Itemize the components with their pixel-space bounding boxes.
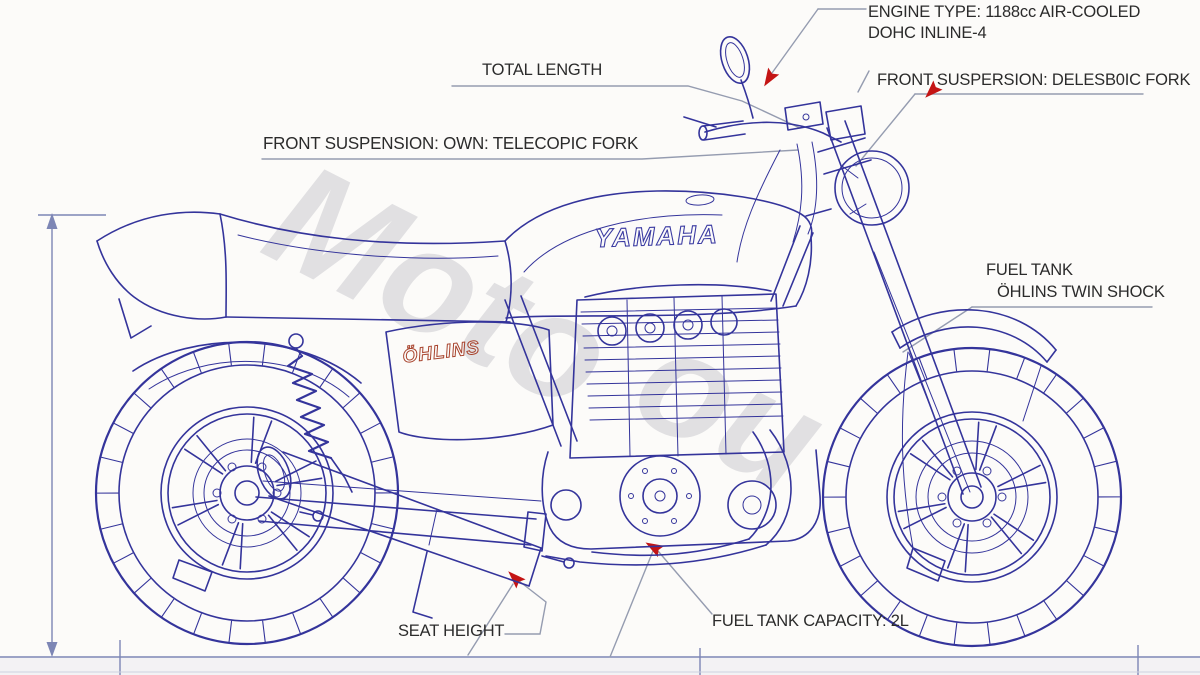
red-arrow-marker (508, 571, 526, 589)
yamaha-tank-logo: YAMAHA (594, 219, 719, 253)
fuel-tank-label-line2: ÖHLINS TWIN SHOCK (997, 282, 1165, 301)
fuel-tank-capacity-label: FUEL TANK CAPACITY: 2L (712, 611, 909, 630)
total-length-label: TOTAL LENGTH (482, 60, 603, 79)
red-arrow-marker (764, 67, 780, 87)
engine-type-label-line1: ENGINE TYPE: 1188cc AIR-COOLED (868, 2, 1141, 21)
front-suspension-right-label: FRONT SUSPERSION: DELESB0IC FORK (877, 70, 1191, 89)
engine-type-label-line2: DOHC INLINE-4 (868, 23, 987, 42)
motorcycle-line-art (94, 36, 1123, 648)
red-arrow-marker (925, 80, 943, 98)
ohlins-frame-logo: ÖHLINS (401, 337, 481, 367)
front-wheel (821, 346, 1123, 648)
ground-strip (0, 658, 1200, 675)
front-suspension-left-label: FRONT SUSPENSION: OWN: TELECOPIC FORK (263, 133, 639, 153)
seat-height-label: SEAT HEIGHT (398, 621, 505, 640)
dimension-lines (0, 213, 1200, 675)
fuel-tank-label-line1: FUEL TANK (986, 260, 1073, 279)
leader-lines (261, 8, 1153, 658)
rear-wheel (94, 340, 400, 646)
